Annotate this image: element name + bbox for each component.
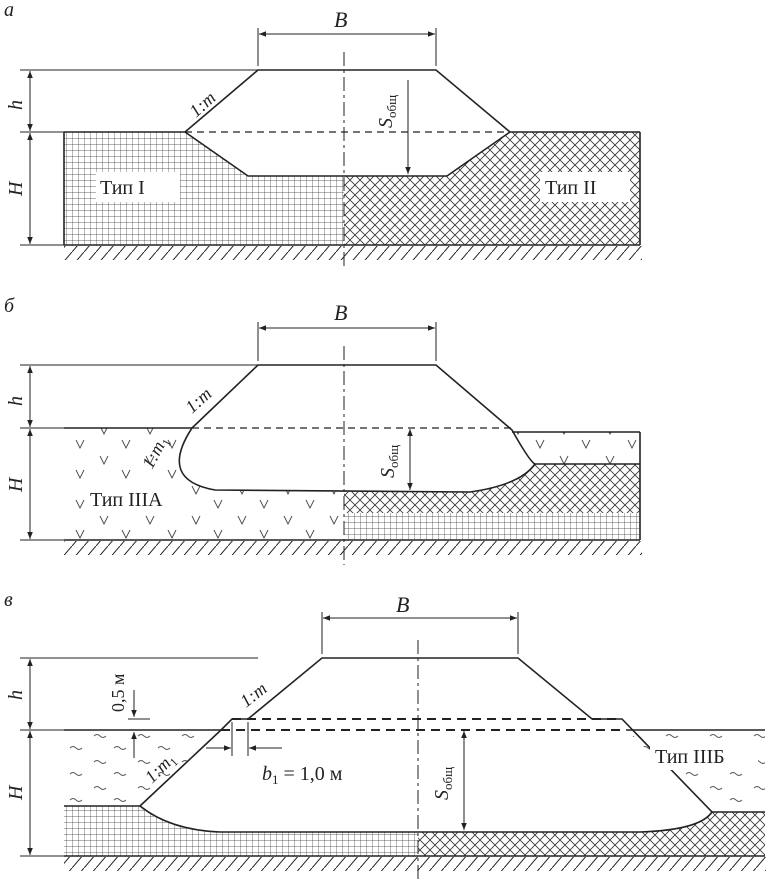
panel-c-ground-hatch <box>64 857 766 871</box>
panel-b-settlement-label: Sобщ <box>377 445 401 478</box>
panel-c-soil-grid <box>64 806 418 856</box>
panel-c-type-right: Тип IIIБ <box>655 746 725 768</box>
panel-a-soil-cross <box>344 132 640 245</box>
panel-a-letter: а <box>4 0 14 21</box>
panel-a-type-left: Тип I <box>100 177 145 199</box>
panel-c-settlement-label: Sобщ <box>431 767 455 800</box>
panel-a-settlement-sub: общ <box>384 95 399 118</box>
panel-b-ground-hatch <box>64 541 642 555</box>
panel-c-water-left <box>64 730 221 806</box>
panel-b-slope-label: 1:m <box>181 383 215 417</box>
panel-c-offset-label: 0,5 м <box>108 674 128 712</box>
panel-b-embankment-outline <box>178 364 536 493</box>
panel-b-settlement-sub: общ <box>386 445 401 468</box>
panel-c-letter: в <box>4 589 13 611</box>
panel-b: б B h H 1:m 1:m1 Sобщ Ти <box>4 295 642 565</box>
panel-c-height-label: h <box>5 690 27 700</box>
panel-b-soil-grid <box>344 513 640 540</box>
panel-c-embankment-outline <box>138 657 714 833</box>
panel-a-slope-label: 1:m <box>185 87 219 121</box>
panel-a: а B h H 1:m Sобщ Тип I <box>4 0 642 268</box>
panel-b-soil-peat <box>64 428 344 540</box>
panel-c-settlement-sub: общ <box>440 767 455 790</box>
panel-a-settlement-label: Sобщ <box>375 95 399 128</box>
panel-a-height-label: h <box>5 100 27 110</box>
panel-a-type-right: Тип II <box>545 177 596 199</box>
panel-b-width-label: B <box>334 300 347 325</box>
panel-c: в B h H 0,5 м 1:m 1:m1 <box>4 589 766 880</box>
panel-c-slope-label: 1:m <box>236 678 270 711</box>
panel-b-type-left: Тип IIIА <box>90 489 163 511</box>
panel-c-depth-label: H <box>5 784 27 801</box>
panel-a-depth-label: H <box>5 180 27 197</box>
panel-c-berm-label: b1 = 1,0 м <box>262 763 343 787</box>
panel-b-depth-label: H <box>5 476 27 493</box>
panel-c-soil-cross <box>418 812 765 856</box>
panel-b-soil-peat-right <box>514 432 640 464</box>
panel-a-embankment-outline <box>64 69 640 177</box>
panel-b-height-label: h <box>5 396 27 406</box>
panel-b-slope2-sub: 1 <box>159 437 174 449</box>
panel-a-ground-hatch <box>64 246 642 260</box>
panel-c-width-label: B <box>396 592 409 617</box>
panel-c-berm-sub: 1 <box>272 772 279 787</box>
panel-a-soil-grid <box>64 132 344 245</box>
panel-a-width-label: B <box>334 7 347 32</box>
panel-b-letter: б <box>4 295 15 317</box>
